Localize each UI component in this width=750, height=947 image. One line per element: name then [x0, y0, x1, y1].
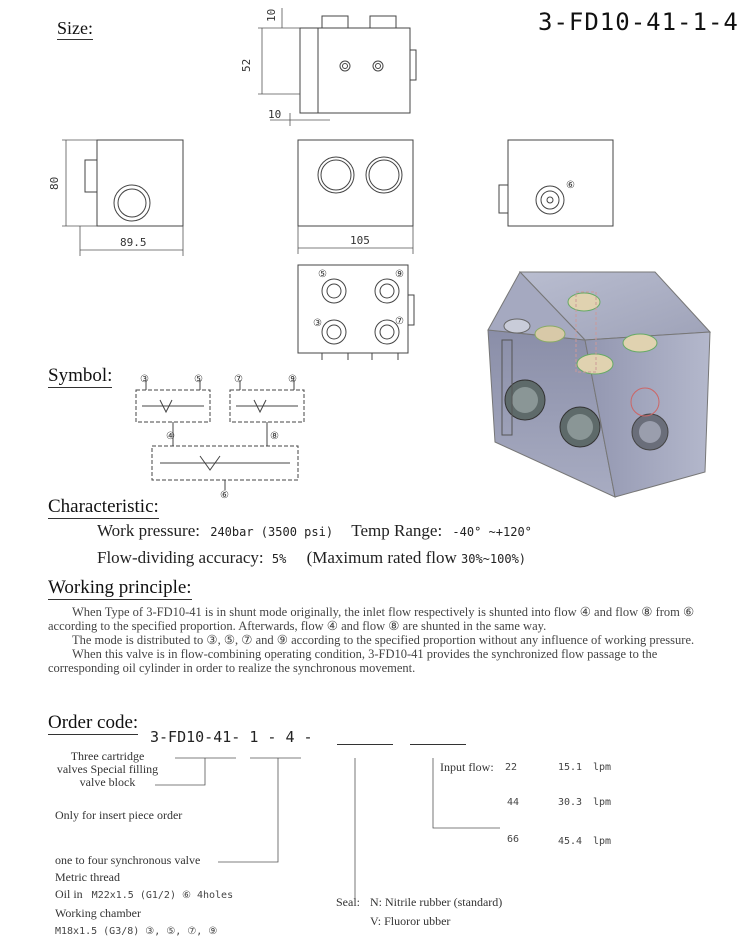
principle-text: When Type of 3-FD10-41 is in shunt mode …: [48, 605, 708, 675]
flow-3-unit: lpm: [593, 836, 612, 847]
model-title: 3-FD10-41-1-4: [538, 8, 739, 36]
flow-2-in: 44: [507, 797, 520, 808]
port-view: ⑤ ⑨ ③ ⑦: [297, 264, 415, 360]
temp-range-value: -40° ~+120°: [452, 525, 532, 539]
svg-text:③: ③: [313, 318, 322, 329]
seal-option-v: V: Fluoror ubber: [370, 914, 451, 928]
sym-p6: ⑥: [220, 490, 229, 501]
flow-2-out: 30.3: [558, 797, 583, 808]
accuracy-value: 5%: [271, 552, 287, 566]
principle-paragraph-3: When this valve is in flow-combining ope…: [48, 647, 658, 675]
principle-paragraph-1: When Type of 3-FD10-41 is in shunt mode …: [48, 605, 695, 633]
dim-top-10: 10: [265, 9, 278, 22]
oil-in-label: Oil in: [55, 887, 83, 901]
side-view: [62, 139, 184, 256]
work-pressure-value: 240bar (3500 psi): [210, 525, 334, 539]
principle-paragraph-2: The mode is distributed to ③, ⑤, ⑦ and ⑨…: [72, 633, 695, 647]
oil-in-row: Oil in M22x1.5 (G1/2) ⑥ 4holes: [55, 887, 233, 902]
svg-text:⑦: ⑦: [395, 316, 404, 327]
sym-p9: ⑨: [288, 374, 297, 385]
svg-text:⑤: ⑤: [318, 269, 327, 280]
working-chamber-text: Working chamber: [55, 906, 142, 920]
flow-2-unit: lpm: [593, 797, 612, 808]
sync-valve-text: one to four synchronous valve: [55, 853, 201, 867]
dim-side-80: 80: [48, 177, 61, 190]
dimension-drawings: 10 52 10 80 89.5 105 ⑥: [48, 8, 614, 360]
flow-3-in: 66: [507, 834, 520, 845]
oil-in-value: M22x1.5 (G1/2) ⑥ 4holes: [91, 890, 234, 901]
sym-p7: ⑦: [234, 374, 243, 385]
flow-1-out: 15.1: [558, 762, 583, 773]
svg-text:⑨: ⑨: [395, 269, 404, 280]
seal-label: Seal:: [336, 895, 360, 909]
characteristic-row-1: Work pressure: 240bar (3500 psi) Temp Ra…: [97, 521, 532, 541]
three-cartridge-text: Three cartridge valves Special filling v…: [56, 749, 159, 789]
sym-p4: ④: [166, 431, 175, 442]
symbol-heading: Symbol:: [48, 365, 113, 388]
hydraulic-symbol-diagram: ③ ⑤ ⑦ ⑨ ④ ⑧ ⑥: [135, 374, 305, 501]
flow-1-in: 22: [505, 762, 518, 773]
order-code-blank-1: [337, 744, 393, 745]
dim-top-10b: 10: [268, 108, 281, 121]
order-code-connectors: [155, 757, 500, 902]
work-pressure-label: Work pressure:: [97, 521, 200, 540]
front-view: [297, 139, 414, 254]
working-principle-heading: Working principle:: [48, 577, 192, 600]
sym-p3: ③: [140, 374, 149, 385]
valve-block-3d-render: [487, 271, 712, 498]
sym-p5: ⑤: [194, 374, 203, 385]
order-code-value: 3-FD10-41- 1 - 4 -: [150, 728, 313, 746]
flow-1-unit: lpm: [593, 762, 612, 773]
order-code-blank-2: [410, 744, 466, 745]
max-flow-value: 30%~100%): [461, 552, 527, 566]
sym-p8: ⑧: [270, 431, 279, 442]
top-view: [258, 8, 417, 126]
characteristic-heading: Characteristic:: [48, 496, 159, 519]
insert-only-text: Only for insert piece order: [55, 808, 183, 822]
dim-side-895: 89.5: [120, 236, 147, 249]
working-chamber-value: M18x1.5 (G3/8) ③, ⑤, ⑦, ⑨: [55, 926, 218, 937]
svg-text:⑥: ⑥: [566, 180, 575, 191]
size-heading: Size:: [57, 18, 93, 40]
dim-top-52: 52: [240, 59, 253, 72]
temp-range-label: Temp Range:: [351, 521, 443, 540]
metric-thread-text: Metric thread: [55, 870, 120, 884]
max-flow-label: (Maximum rated flow: [306, 548, 457, 567]
dim-front-105: 105: [350, 234, 370, 247]
accuracy-label: Flow-dividing accuracy:: [97, 548, 264, 567]
input-flow-label: Input flow:: [440, 760, 494, 774]
right-view: ⑥: [498, 139, 614, 227]
seal-option-n: N: Nitrile rubber (standard): [370, 895, 503, 909]
order-code-heading: Order code:: [48, 712, 139, 735]
flow-3-out: 45.4: [558, 836, 583, 847]
characteristic-row-2: Flow-dividing accuracy: 5% (Maximum rate…: [97, 548, 526, 568]
